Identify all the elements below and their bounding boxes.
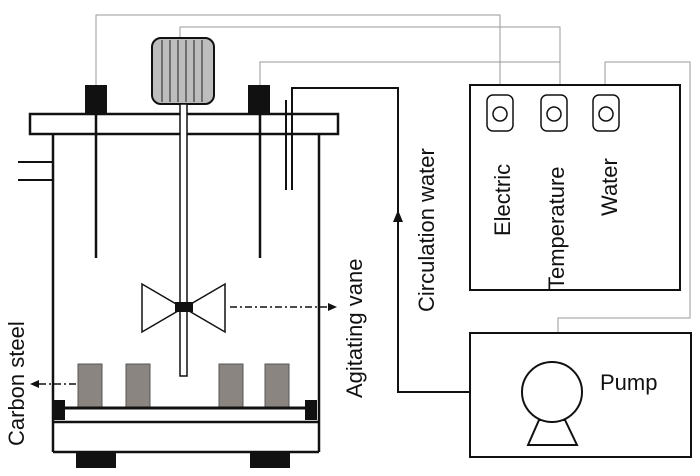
sample-2 — [125, 363, 151, 408]
agitating-vane-icon — [141, 282, 226, 334]
wire-temperature — [259, 61, 561, 95]
water-inlet-pipe — [285, 88, 293, 190]
label-pump: Pump — [600, 370, 657, 395]
agitator-shaft — [179, 103, 188, 377]
wire-electric — [95, 14, 501, 95]
label-circulation-water: Circulation water — [414, 148, 439, 312]
rack-support-right — [305, 400, 317, 420]
control-knob-icon — [592, 94, 620, 132]
sample-4 — [264, 363, 290, 408]
sample-1 — [77, 363, 103, 408]
wire-water — [557, 61, 691, 360]
carbon-steel-samples — [77, 363, 290, 408]
label-temperature: Temperature — [544, 166, 569, 290]
reactor-foot-left — [76, 452, 116, 468]
wire-motor — [179, 26, 561, 62]
reactor-foot-right — [250, 452, 290, 468]
lid-fitting-right — [248, 85, 270, 115]
side-port — [18, 161, 53, 181]
motor-icon — [151, 37, 215, 105]
rack-support-left — [53, 400, 65, 420]
sample-3 — [218, 363, 244, 408]
lid-fitting-left — [85, 85, 107, 115]
label-electric: Electric — [490, 164, 515, 236]
label-carbon-steel: Carbon steel — [4, 321, 29, 446]
control-knob-icon — [486, 94, 514, 132]
pump-icon — [521, 361, 583, 446]
label-water: Water — [597, 158, 622, 216]
wiring — [95, 14, 691, 360]
control-knob-icon — [540, 94, 568, 132]
label-agitating-vane: Agitating vane — [342, 259, 367, 398]
